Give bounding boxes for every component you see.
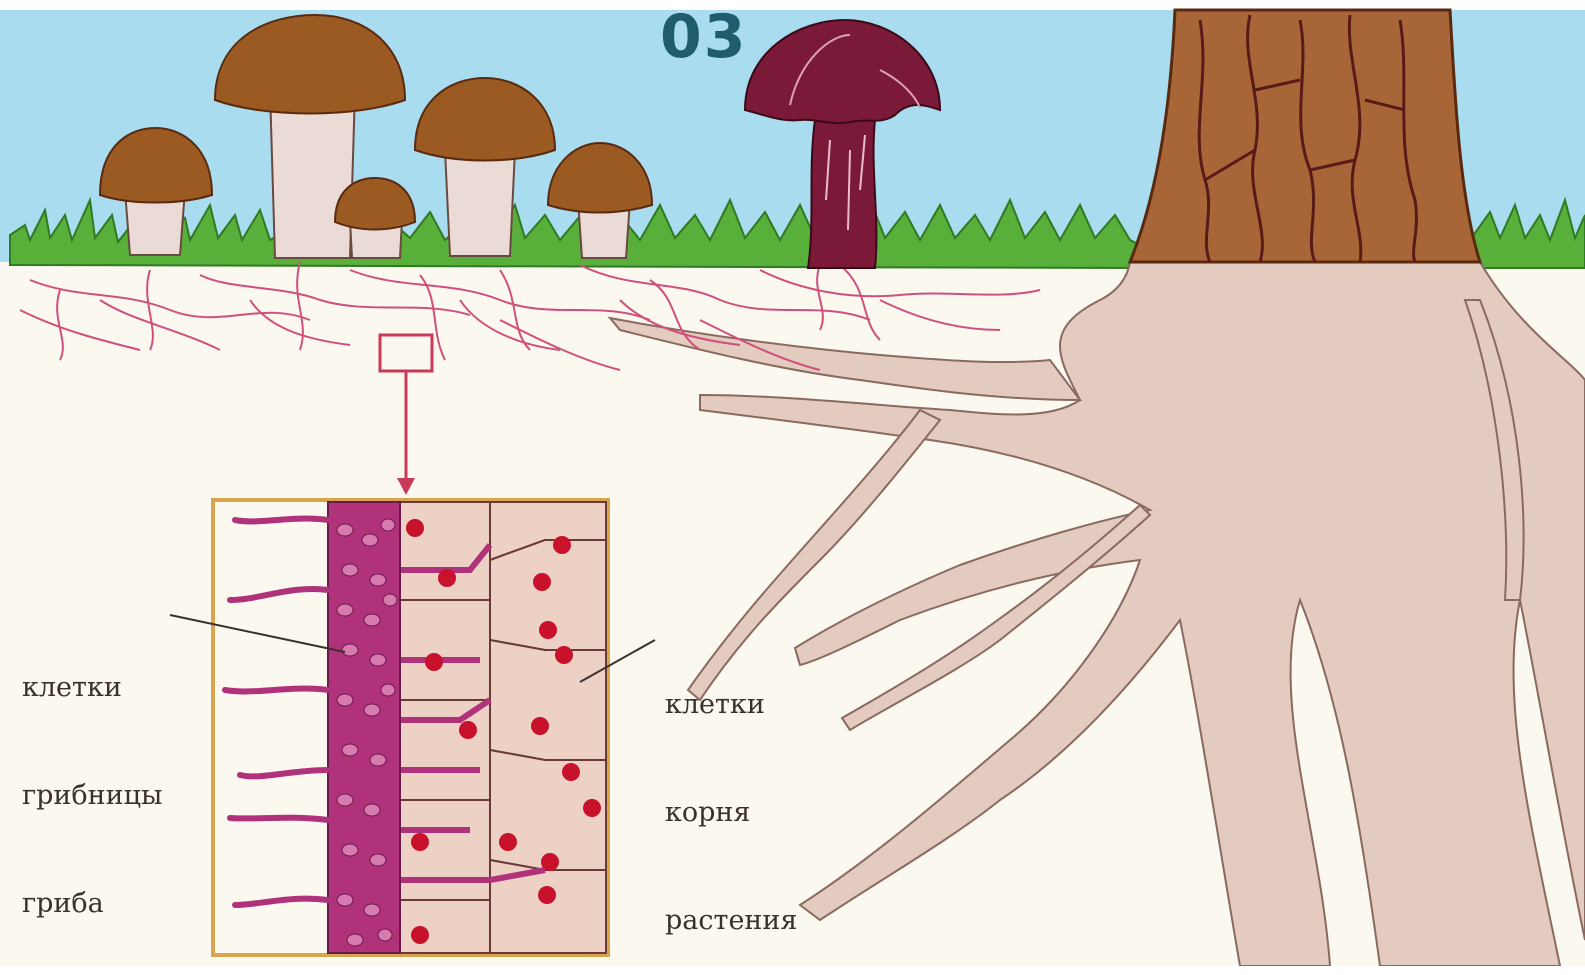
fungal-cells-line3: гриба <box>22 886 163 922</box>
root-cells-line3: растения <box>665 903 797 939</box>
root-cells-line2: корня <box>665 795 797 831</box>
fungal-cells-line2: грибницы <box>22 778 163 814</box>
root-cells-line1: клетки <box>665 687 797 723</box>
cross-section-inset <box>213 500 608 955</box>
tree-trunk <box>1130 10 1480 262</box>
slide-number: 03 <box>660 2 748 72</box>
root-cells-label: клетки корня растения <box>665 615 797 975</box>
fungal-cells-line1: клетки <box>22 670 163 706</box>
fungal-cells-label: клетки грибницы гриба <box>22 598 163 958</box>
